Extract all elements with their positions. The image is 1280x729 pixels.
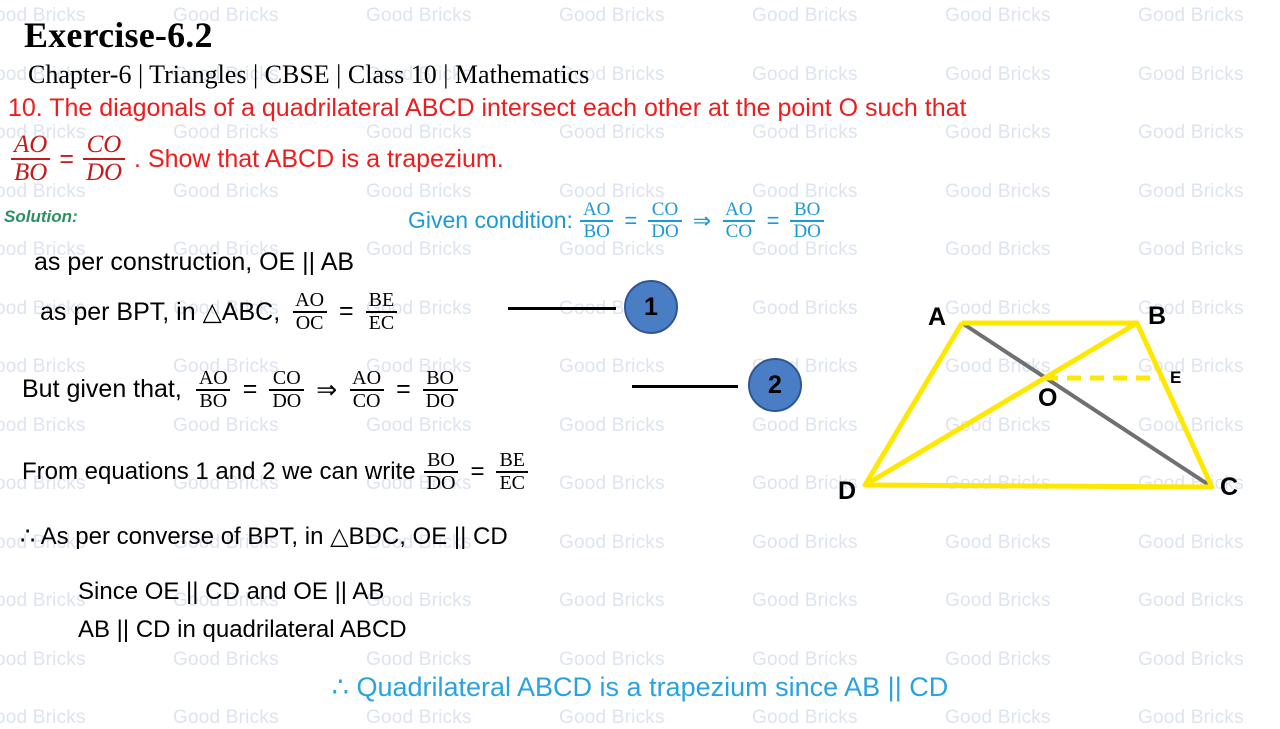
fraction-ao-oc: AO OC [292,290,327,334]
vertex-label-a: A [928,303,947,331]
question-text-line2: AO BO = CO DO . Show that ABCD is a trap… [8,132,504,186]
question-tail: . Show that ABCD is a trapezium. [134,144,504,173]
equation-rule [508,307,616,310]
equals-sign: = [396,375,411,404]
equals-sign: = [59,144,74,173]
equation-badge-1: 1 [624,280,678,334]
fraction-ao-bo: AO BO [11,132,51,186]
given-fraction-ao-bo: AO BO [580,200,613,242]
diagonal-db-line [863,320,1139,488]
given-fraction-co-do: CO DO [648,200,682,242]
fraction-bo-do: BO DO [422,368,458,412]
implies-icon: ⇒ [316,375,338,404]
step-bpt: as per BPT, in △ABC, AO OC = BE EC [40,290,400,334]
step-given-prefix: But given that, [22,375,182,404]
trapezium-svg [862,320,1215,490]
fraction-ao-bo: AO BO [196,368,231,412]
step-converse-bpt: ∴ As per converse of BPT, in △BDC, OE ||… [20,523,508,550]
equals-sign: = [339,297,354,326]
vertex-label-o: O [1038,384,1058,412]
given-fraction-bo-do: BO DO [790,200,824,242]
fraction-co-do: CO DO [269,368,305,412]
fraction-be-ec: BE EC [365,290,398,334]
vertex-label-c: C [1220,473,1239,501]
step-construction: as per construction, OE || AB [34,248,355,276]
step-ab-parallel-cd: AB || CD in quadrilateral ABCD [78,616,407,643]
quadrilateral-sides [862,320,1215,490]
vertex-label-b: B [1148,302,1167,330]
implies-icon: ⇒ [692,207,712,233]
vertex-label-e: E [1170,368,1182,387]
question-text-line1: 10. The diagonals of a quadrilateral ABC… [8,94,967,122]
equals-sign: = [624,207,638,233]
equation-rule [632,385,738,388]
page-title: Exercise-6.2 [24,15,213,55]
step-but-given-that: But given that, AO BO = CO DO ⇒ AO CO = … [22,368,461,412]
breadcrumb: Chapter-6 | Triangles | CBSE | Class 10 … [28,60,590,89]
step-bpt-prefix: as per BPT, in △ABC, [40,297,281,326]
fraction-co-do: CO DO [82,132,126,186]
solution-label: Solution: [4,207,78,226]
given-condition: Given condition: AO BO = CO DO ⇒ AO CO =… [408,200,827,242]
fraction-bo-do: BO DO [423,450,459,494]
conclusion-text: ∴ Quadrilateral ABCD is a trapezium sinc… [331,672,949,702]
given-condition-label: Given condition: [408,207,573,234]
equals-sign: = [766,207,780,233]
equals-sign: = [242,375,258,404]
step-since: Since OE || CD and OE || AB [78,578,385,605]
fraction-be-ec: BE EC [496,450,529,494]
step-from-eq-prefix: From equations 1 and 2 we can write [22,457,416,485]
given-fraction-ao-co: AO CO [722,200,756,242]
equals-sign: = [470,457,485,485]
equation-badge-2: 2 [748,358,802,412]
trapezium-diagram: A B C D O E [820,290,1280,535]
diagonal-ac-line [960,321,1214,489]
vertex-label-d: D [838,477,857,505]
fraction-ao-co: AO CO [349,368,384,412]
step-from-equations: From equations 1 and 2 we can write BO D… [22,450,531,494]
